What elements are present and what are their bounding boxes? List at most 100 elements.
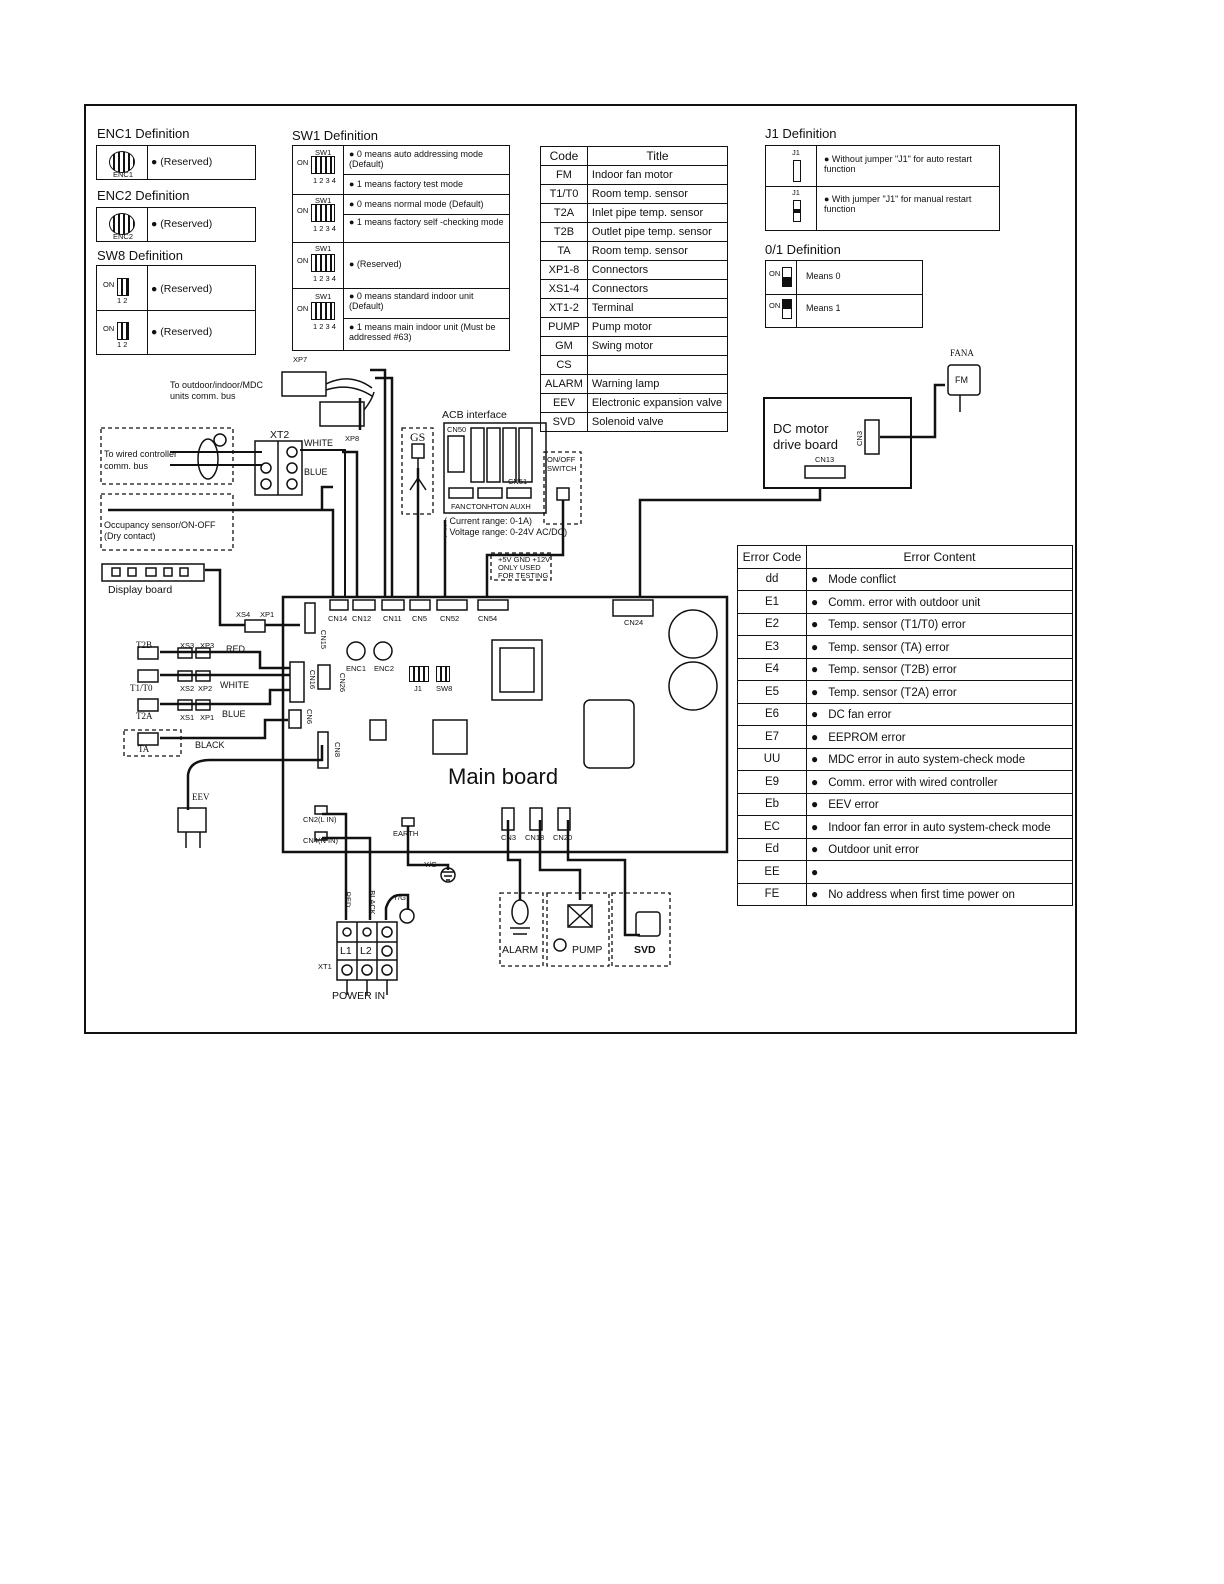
zero-one-row: Means 0 (806, 271, 841, 281)
title-cell: Swing motor (586, 336, 729, 356)
sw1-icon-on: ON (297, 206, 309, 215)
switch-off-icon (782, 267, 792, 287)
error-text: No address when first time power on (828, 889, 1015, 902)
yg2-label: Y/G (393, 893, 406, 902)
ta-label: TA (138, 744, 150, 754)
enc1-icon-label: ENC1 (113, 170, 134, 179)
code-cell: FM (540, 165, 588, 185)
sw8-icon-on: ON (103, 280, 115, 289)
choke (583, 699, 635, 769)
sw8-row: ● (Reserved) (151, 326, 213, 338)
j1-icon-label: J1 (792, 148, 800, 157)
enc1-board-label: ENC1 (346, 664, 367, 673)
connector-label: CN11 (383, 614, 402, 623)
display-board-body (101, 563, 205, 582)
title-cell: Electronic expansion valve (586, 393, 729, 413)
error-content: No address when first time power on (806, 882, 1073, 906)
capacitor-1 (668, 609, 718, 659)
cable-cn24 (638, 488, 822, 598)
onoff-dash (543, 451, 582, 525)
wired-ctrl-dash (100, 427, 234, 485)
acb-term: FAN (451, 502, 466, 511)
mcu-chip (432, 719, 468, 755)
black-v-label: BLACK (367, 890, 377, 915)
black-label: BLACK (195, 740, 225, 750)
title-cell: Room temp. sensor (586, 184, 729, 204)
zero-one-row: Means 1 (806, 303, 841, 313)
error-content: Temp. sensor (TA) error (806, 635, 1073, 659)
switch-on-icon (782, 299, 792, 319)
enc1-box: ENC1 ● (Reserved) (96, 145, 256, 180)
cable-cn12 (342, 450, 359, 598)
connector-label: CN24 (624, 618, 644, 627)
enc2-text: ● (Reserved) (151, 218, 213, 230)
acb-board (443, 422, 547, 514)
error-text: Comm. error with wired controller (828, 776, 998, 789)
blue2-label: BLUE (222, 709, 246, 719)
jumper-open-icon (793, 160, 801, 182)
error-code: E7 (737, 725, 807, 749)
enc2-icon-label: ENC2 (113, 232, 134, 241)
sw1-box: 1 2 3 4 1 2 3 4 1 2 3 4 1 2 3 4 ON ON ON… (292, 145, 510, 351)
code-cell: XS1-4 (540, 279, 588, 299)
dip-switch-icon (117, 322, 129, 340)
rotary-switch-icon (109, 213, 135, 235)
code-cell: TA (540, 241, 588, 261)
code-header: Code (540, 146, 588, 166)
error-text: Indoor fan error in auto system-check mo… (828, 821, 1051, 834)
cable-svd (566, 820, 640, 937)
cn3-label: CN3 (501, 833, 517, 842)
code-cell: T2B (540, 222, 588, 242)
title-cell (586, 355, 729, 375)
sw1-icon-label: SW1 (315, 244, 332, 253)
sw1-row: ● (Reserved) (349, 259, 402, 269)
svd-label: SVD (634, 944, 656, 956)
sw8-icon-num: 1 2 (117, 296, 128, 305)
cn50-label: CN50 (447, 425, 467, 434)
testing-note: +5V GND +12V ONLY USED FOR TESTING (498, 555, 551, 580)
cable-cn4 (322, 836, 372, 920)
capacitor-2 (668, 661, 718, 711)
t2a-label: T2A (136, 711, 153, 721)
error-text: Temp. sensor (T2A) error (828, 686, 957, 699)
dc-motor-label: DC motor drive board (773, 421, 839, 452)
error-content: DC fan error (806, 702, 1073, 726)
j1-board-label: J1 (414, 684, 422, 693)
cable-cn11 (358, 376, 394, 598)
sw1-row: ● 0 means auto addressing mode (Default) (349, 149, 484, 169)
error-code: E1 (737, 590, 807, 614)
connector-label: CN52 (440, 614, 460, 623)
error-code: UU (737, 747, 807, 771)
sw1-icon-num: 1 2 3 4 (313, 274, 336, 283)
code-cell: T1/T0 (540, 184, 588, 204)
occupancy-label: Occupancy sensor/ON-OFF (Dry contact) (104, 520, 216, 541)
relay-chip (369, 719, 387, 741)
zero-one-title: 0/1 Definition (765, 242, 841, 257)
title-cell: Connectors (586, 279, 729, 299)
cn18-label: CN18 (525, 833, 545, 842)
ta-dash (123, 729, 182, 757)
l1-label: L1 (340, 945, 352, 957)
jumper-closed-icon (793, 200, 801, 222)
connector-label: CN54 (478, 614, 498, 623)
white-label: WHITE (304, 438, 333, 448)
sw1-icon-label: SW1 (315, 196, 332, 205)
sw1-icon-on: ON (297, 304, 309, 313)
gs-dash (401, 427, 434, 515)
xs4-label: XS4 (236, 610, 251, 619)
sw1-icon-num: 1 2 3 4 (313, 224, 336, 233)
eev-valve (177, 807, 207, 833)
pump-dash (546, 892, 610, 967)
error-code: FE (737, 882, 807, 906)
xp7-label: XP7 (293, 355, 308, 364)
acb-interface-label: ACB interface (442, 409, 507, 421)
red-v-label: RED (343, 891, 353, 908)
title-cell: Indoor fan motor (586, 165, 729, 185)
dip-switch-icon (117, 278, 129, 296)
xs1-label: XS1 (180, 713, 195, 722)
sw1-icon-on: ON (297, 158, 309, 167)
enc2-knob (373, 641, 393, 661)
zero-one-box: ON ON Means 0 Means 1 (765, 260, 923, 328)
error-text: EEPROM error (828, 731, 906, 744)
